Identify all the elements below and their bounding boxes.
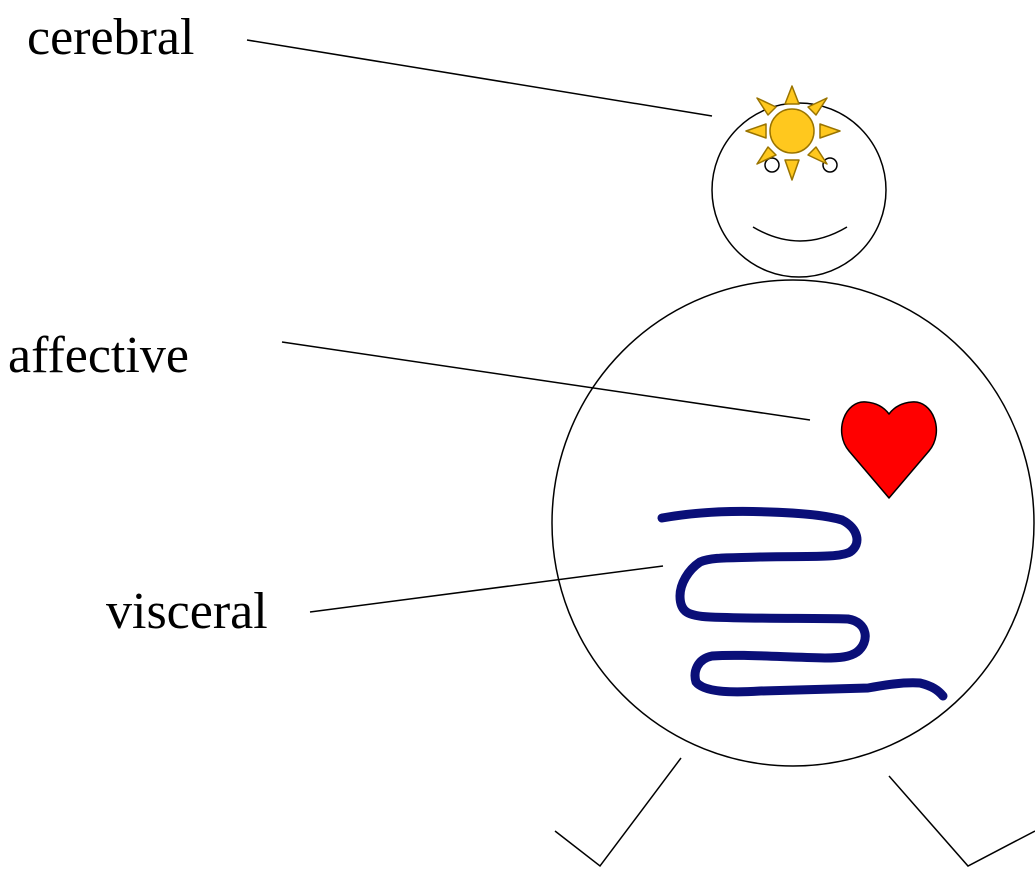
affective-leader-line	[282, 342, 810, 420]
visceral-label: visceral	[106, 586, 268, 638]
cerebral-label: cerebral	[27, 12, 194, 64]
intestine-icon	[662, 511, 943, 696]
visceral-leader-line	[310, 566, 663, 612]
sun-core	[770, 109, 814, 153]
sun-ray-se	[808, 147, 827, 164]
sun-ray-e	[820, 124, 840, 138]
left-leg	[555, 758, 681, 866]
sun-eye-left	[765, 158, 779, 172]
sun-ray-s	[785, 160, 799, 180]
heart-icon	[842, 402, 937, 498]
smile-mouth	[753, 227, 847, 241]
sun-ray-w	[746, 124, 766, 138]
sun-icon	[746, 86, 840, 180]
cerebral-leader-line	[247, 40, 712, 116]
affective-label: affective	[8, 330, 189, 382]
right-leg	[889, 776, 1035, 866]
sun-ray-n	[785, 86, 799, 104]
